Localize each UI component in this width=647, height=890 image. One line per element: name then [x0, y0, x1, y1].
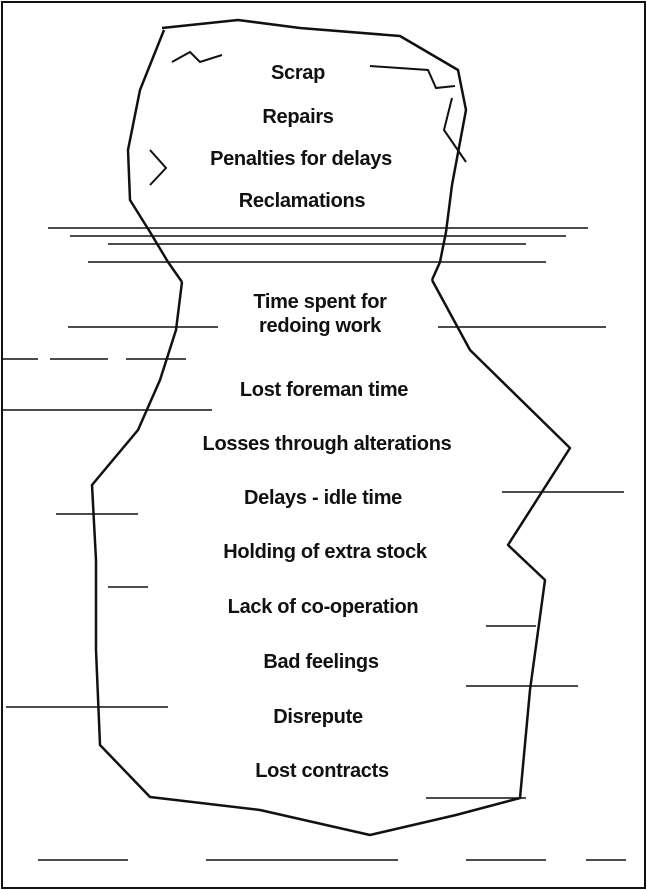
label-losses-alterations: Losses through alterations: [202, 433, 452, 455]
crack-mark-chevron: [149, 149, 168, 186]
label-disrepute: Disrepute: [273, 706, 363, 728]
label-penalties: Penalties for delays: [210, 148, 392, 170]
crack-mark-right-top: [369, 65, 456, 90]
label-holding-stock: Holding of extra stock: [223, 541, 427, 563]
label-repairs: Repairs: [262, 106, 334, 128]
iceberg-body-outline: [90, 279, 572, 837]
crack-mark-right: [442, 97, 467, 163]
label-lost-foreman-time: Lost foreman time: [239, 379, 409, 401]
label-lost-contracts: Lost contracts: [255, 760, 389, 782]
label-reclamations: Reclamations: [238, 190, 366, 212]
label-scrap: Scrap: [270, 62, 326, 84]
label-delays-idle: Delays - idle time: [244, 487, 402, 509]
label-time-spent: Time spent for redoing work: [253, 291, 387, 337]
label-lack-cooperation: Lack of co-operation: [227, 596, 419, 618]
crack-mark-left: [171, 50, 223, 64]
label-bad-feelings: Bad feelings: [263, 651, 379, 673]
